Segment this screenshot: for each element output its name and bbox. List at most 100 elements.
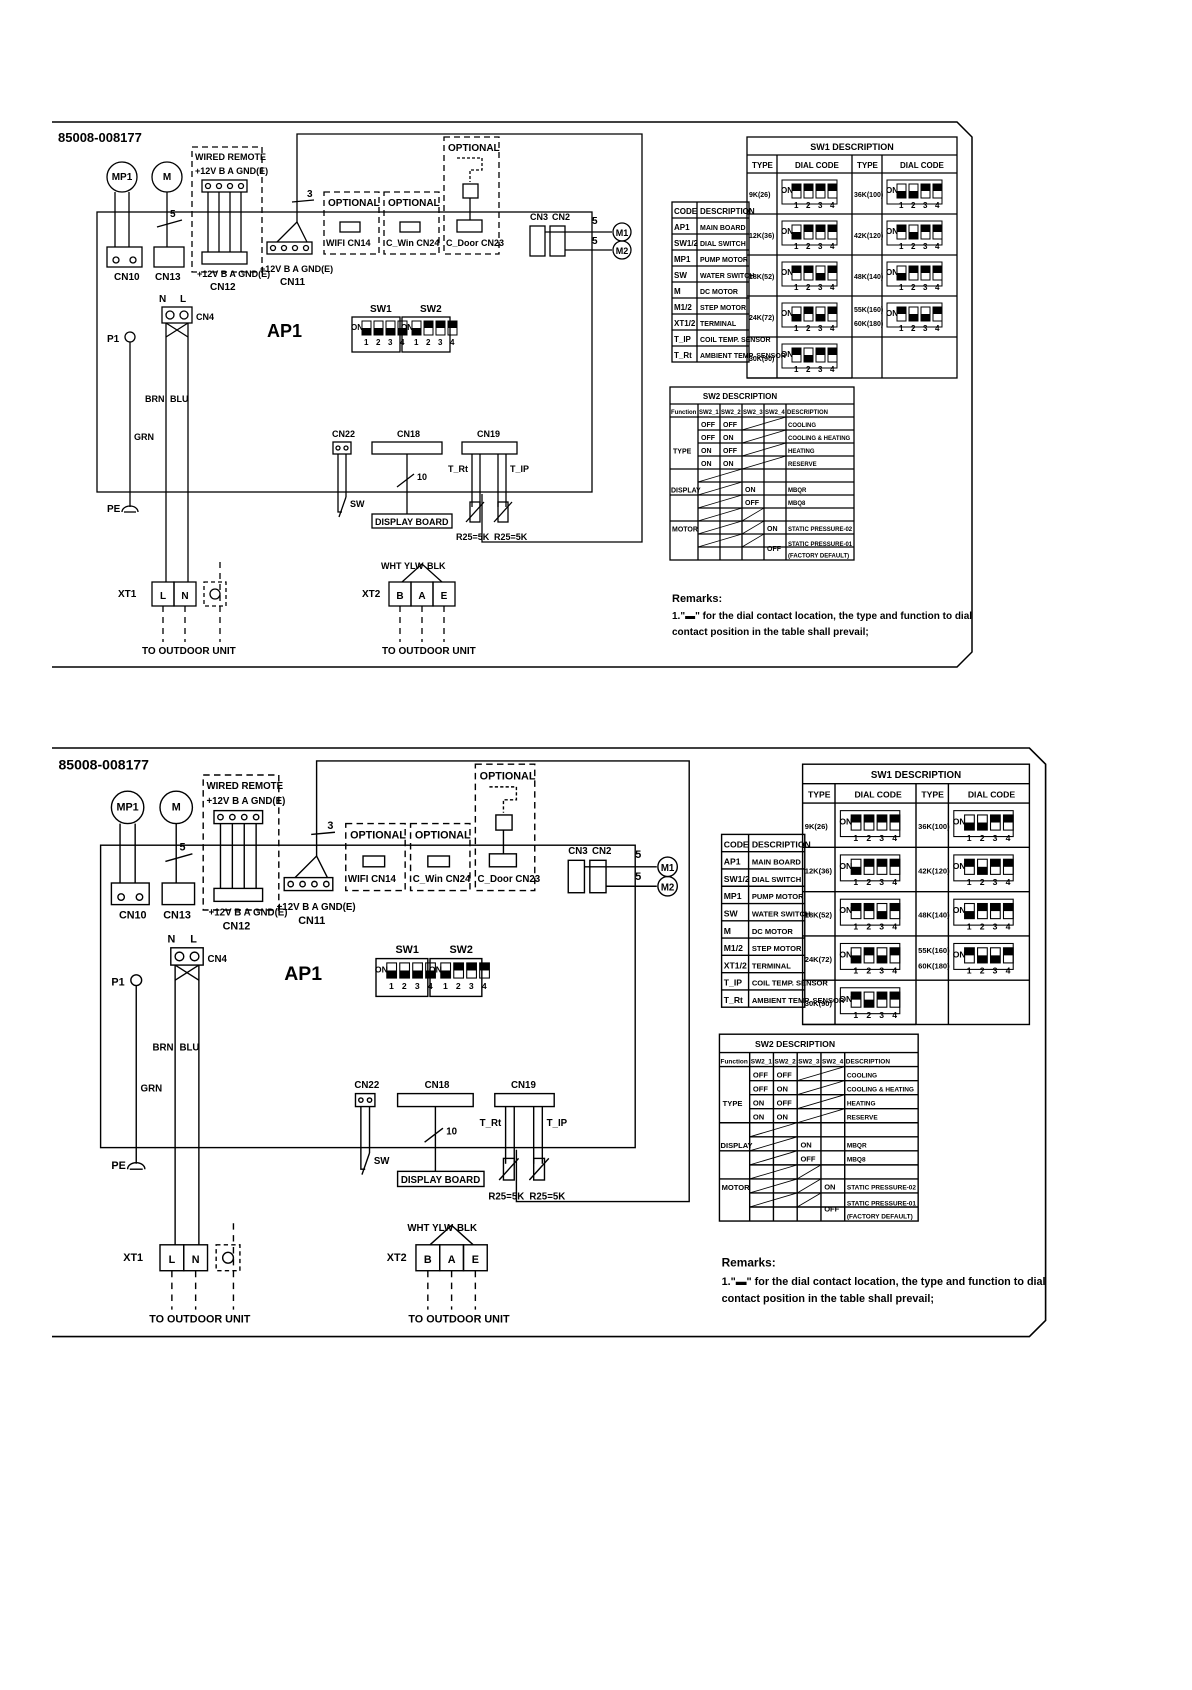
dip-lever-on [890,814,900,823]
cn12-pins: +12V B A GND(E) [209,907,288,918]
dip-lever-off [864,999,874,1008]
cn11-label: CN11 [280,277,305,288]
xt2-to-outdoor: TO OUTDOOR UNIT [408,1314,510,1326]
cn18-connector [396,1092,474,1108]
dip-lever-on [816,348,825,355]
dip-number: 1 [853,966,858,976]
cn22-label: CN22 [332,429,355,439]
type-header: TYPE [752,161,774,170]
dip-number: 3 [879,833,884,843]
wired-remote-title: WIRED REMOTE [195,152,266,162]
cwin-cn24-label: C_Win CN24 [386,238,439,248]
na-slash [741,533,765,548]
xt1-to-outdoor: TO OUTDOOR UNIT [149,1314,251,1326]
sw2-description-cell: (FACTORY DEFAULT) [788,554,849,560]
cn12-connector [213,887,264,903]
dip-number: 4 [1006,921,1011,931]
dial-code-header: DIAL CODE [968,790,1016,800]
xt1-n-terminal [183,1244,209,1272]
dip-lever-on [424,321,433,328]
description-cell: WATER SWITCH [752,909,811,918]
sw2-label: SW2 [449,944,472,956]
dip-number: 3 [923,201,928,210]
description-cell: PUMP MOTOR [700,257,748,264]
dip-number: 2 [980,966,985,976]
code-cell: M [724,926,731,936]
dip-lever-on [921,184,930,191]
description-cell: MAIN BOARD [700,225,746,232]
na-slash [741,455,787,470]
dip-number: 2 [866,877,871,887]
cn12-pins: +12V B A GND(E) [197,269,270,279]
tip-label: T_IP [547,1118,568,1129]
dip-number: 1 [853,1010,858,1020]
dip-lever-on [816,184,825,191]
xt2-feed [401,563,443,583]
wire-line [156,219,183,228]
drawing-number: 85008-008177 [58,757,149,773]
na-slash [697,468,743,483]
cn11-pins: +12V B A GND(E) [277,902,356,913]
wht-label: WHT [407,1223,429,1234]
optional-label: OPTIONAL [328,198,380,209]
trt-label: T_Rt [448,464,468,474]
pin [179,310,189,320]
dip-lever-on [864,903,874,912]
pin [240,813,248,821]
description-cell: STEP MOTOR [700,305,746,312]
dip-lever-on [890,947,900,956]
cn10-connector [106,246,143,268]
description-cell: DC MOTOR [752,927,793,936]
dip-number: 1 [364,338,369,347]
display-board-label: DISPLAY BOARD [401,1175,480,1186]
description-cell: COIL TEMP. SENSOR [752,979,829,988]
code-cell: MP1 [674,255,691,264]
dip-lever-off [977,822,988,831]
dip-lever-on [851,903,861,912]
cn19-label: CN19 [477,429,500,439]
cn11-connector [266,241,313,255]
dip-on-label: ON [781,350,793,359]
l-label: L [190,933,197,945]
cn3-connector [567,859,586,894]
code-cell: SW [674,271,687,280]
cn11-wire [294,854,329,879]
cdoor-port [488,853,518,868]
wire-number-5: 5 [635,849,641,861]
na-slash [797,1108,845,1124]
dip-number: 4 [482,981,487,991]
dip-on-label: ON [886,309,898,318]
cdoor-cn23-label: C_Door CN23 [478,874,541,885]
description-cell: COIL TEMP. SENSOR [700,337,771,344]
xt2-b: B [396,591,403,602]
description-cell: AMBIENT TEMP. SENSOR [752,996,845,1005]
dip-number: 3 [993,921,998,931]
na-slash [697,520,743,535]
pin [215,182,223,190]
dip-lever-on [864,814,874,823]
wire-number-3: 3 [327,820,333,832]
sw2-cell: ON [745,487,756,494]
ap1-label: AP1 [284,963,322,985]
dip-lever-on [479,962,490,971]
cn13-connector [161,882,196,906]
dip-lever-off [964,911,975,919]
optional-label: OPTIONAL [415,830,471,842]
dip-on-label: ON [953,950,966,960]
cn10-label: CN10 [119,910,147,922]
control-wire-loop [315,760,690,1203]
display-board-box [396,1170,485,1188]
sw2-table-frame [718,1033,919,1222]
description-header: DESCRIPTION [700,207,755,216]
wifi-port [339,221,361,233]
dip-lever-on [792,348,801,355]
dip-number: 2 [866,921,871,931]
dip-number: 1 [899,242,904,251]
